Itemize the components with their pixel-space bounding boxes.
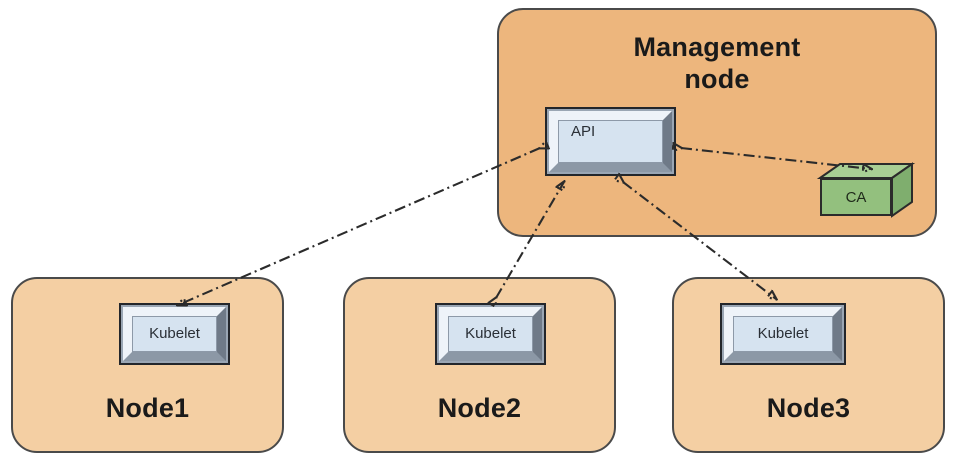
kubelet-label-node1: Kubelet xyxy=(149,324,200,342)
kubelet-label-node2: Kubelet xyxy=(465,324,516,342)
kubelet-panel-node3: Kubelet xyxy=(733,316,833,352)
kubelet-panel-node2: Kubelet xyxy=(448,316,533,352)
management-node-title: Management node xyxy=(499,32,935,96)
node-zone-label-node3: Node3 xyxy=(766,393,851,424)
ca-component[interactable]: CA xyxy=(816,162,916,222)
api-server-label-line1: API xyxy=(571,123,596,141)
node-zone-label-node1: Node1 xyxy=(105,393,190,424)
management-node-title-line1: Management xyxy=(633,32,801,62)
api-server-component[interactable]: API server xyxy=(545,107,676,176)
kubelet-label-node3: Kubelet xyxy=(757,324,809,342)
kubelet-component-node3[interactable]: Kubelet xyxy=(720,303,846,365)
ca-label: CA xyxy=(845,188,867,206)
api-server-panel: API server xyxy=(558,120,663,163)
node-zone-label-node2: Node2 xyxy=(437,393,522,424)
api-server-label-line2: server xyxy=(571,160,613,162)
ca-front-face: CA xyxy=(820,178,892,216)
kubelet-panel-node1: Kubelet xyxy=(132,316,217,352)
ca-side-face xyxy=(891,162,913,218)
kubelet-component-node2[interactable]: Kubelet xyxy=(435,303,546,365)
kubelet-component-node1[interactable]: Kubelet xyxy=(119,303,230,365)
management-node-title-line2: node xyxy=(684,63,750,94)
api-server-label: API server xyxy=(559,121,613,162)
